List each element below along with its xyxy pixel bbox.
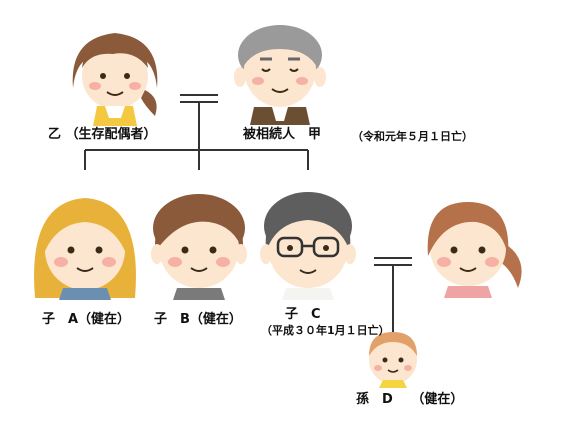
spouse-status: （生存配偶者） xyxy=(65,127,157,142)
woman-brown-hair-icon xyxy=(72,33,158,126)
decedent-name: 被相続人 甲 xyxy=(243,127,322,142)
elderly-man-icon xyxy=(234,25,326,125)
man-glasses-icon xyxy=(260,192,356,300)
decedent-label: 被相続人 甲 xyxy=(243,127,321,143)
child-b-label: 子 B（健在） xyxy=(154,312,242,327)
connector-lines xyxy=(84,94,412,338)
girl-blonde-hair-icon xyxy=(34,198,136,300)
child-a-label: 子 A（健在） xyxy=(42,312,131,327)
grandchild-d-status: （健在） xyxy=(411,392,464,407)
child-c-status: （平成３０年1月１日亡） xyxy=(261,324,390,337)
decedent-status: （令和元年５月１日亡） xyxy=(352,130,473,143)
woman-ponytail-icon xyxy=(427,202,522,298)
grandchild-d-label: 孫 D （健在） xyxy=(356,392,463,408)
child-c-name: 子 C xyxy=(285,307,321,322)
baby-icon xyxy=(369,332,417,388)
grandchild-d-name: 孫 D xyxy=(356,392,393,407)
spouse-name: 乙 xyxy=(48,127,62,142)
boy-brown-hair-icon xyxy=(151,194,247,300)
spouse-label: 乙 （生存配偶者） xyxy=(48,127,157,143)
